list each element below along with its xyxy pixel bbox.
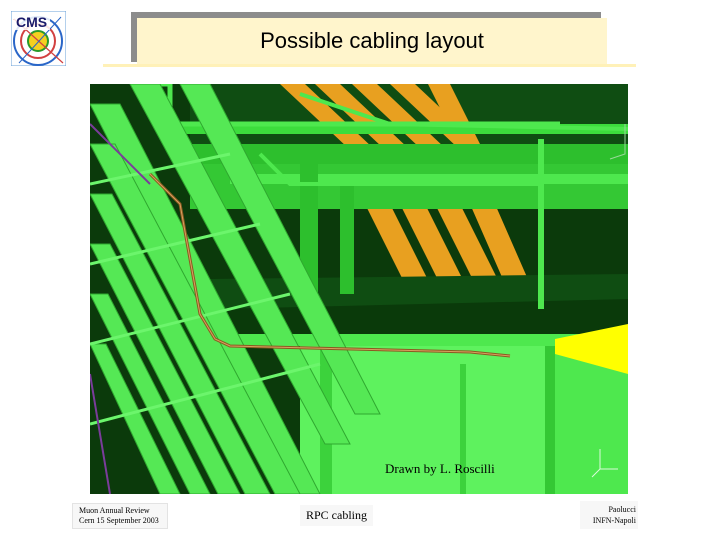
footer-author: Paolucci xyxy=(608,505,636,514)
footer-event-info: Muon Annual Review Cern 15 September 200… xyxy=(72,503,168,529)
title-underline xyxy=(103,64,636,67)
footer-event-name: Muon Annual Review xyxy=(79,506,150,515)
drawing-credit: Drawn by L. Roscilli xyxy=(385,461,495,476)
footer-affiliation: INFN-Napoli xyxy=(592,516,636,525)
footer-event-date: Cern 15 September 2003 xyxy=(79,516,159,525)
cabling-rendering-image xyxy=(90,84,628,494)
footer-topic: RPC cabling xyxy=(300,505,374,526)
slide-title-box: Possible cabling layout xyxy=(137,18,607,64)
slide-title: Possible cabling layout xyxy=(260,28,484,53)
cms-logo: CMS xyxy=(10,10,67,67)
logo-text: CMS xyxy=(16,14,47,30)
footer-author-info: Paolucci INFN-Napoli xyxy=(580,501,638,529)
